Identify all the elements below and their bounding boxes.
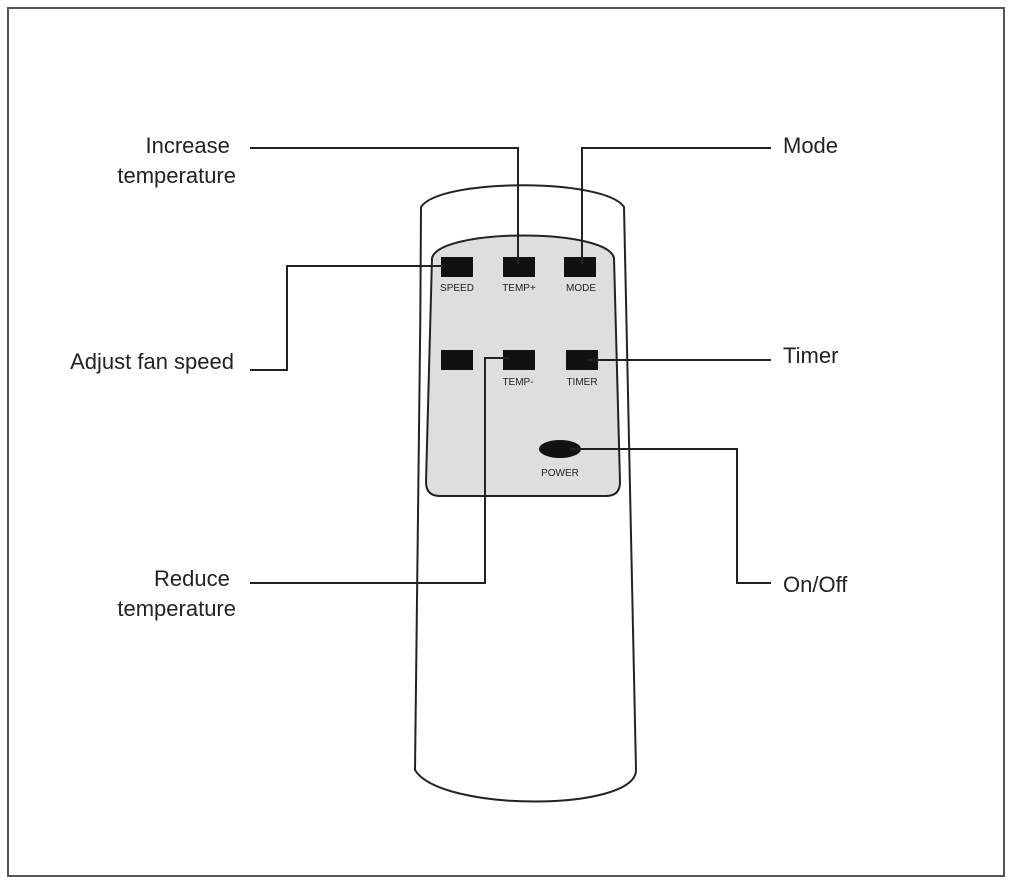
- reduce-temperature-line-2: temperature: [117, 596, 236, 621]
- reduce-temperature-line-1: Reduce: [154, 566, 230, 591]
- mode-leader: [581, 147, 771, 264]
- diagram-frame: [7, 7, 1005, 877]
- on-off-label: On/Off: [783, 572, 848, 597]
- increase-temperature-line-1: Increase: [145, 133, 229, 158]
- temp-plus-button-label: TEMP+: [502, 283, 536, 294]
- increase-temperature-label: Increase temperature: [117, 133, 236, 188]
- reduce-temperature-leader: [250, 357, 510, 584]
- temp-minus-button[interactable]: [503, 350, 535, 370]
- timer-button-label: TIMER: [566, 377, 597, 388]
- adjust-fan-speed-leader: [250, 265, 443, 371]
- power-button[interactable]: [539, 440, 581, 458]
- temp-minus-button-label: TEMP-: [502, 377, 533, 388]
- reduce-temperature-label: Reduce temperature: [117, 566, 236, 621]
- speed-button[interactable]: [441, 257, 473, 277]
- mode-button[interactable]: [564, 257, 596, 277]
- timer-label: Timer: [783, 343, 838, 368]
- temp-plus-button[interactable]: [503, 257, 535, 277]
- increase-temperature-line-2: temperature: [117, 163, 236, 188]
- adjust-fan-speed-label: Adjust fan speed: [70, 349, 234, 374]
- speed-button-label: SPEED: [440, 283, 474, 294]
- unlabeled-button[interactable]: [441, 350, 473, 370]
- increase-temperature-leader: [250, 147, 519, 264]
- power-button-label: POWER: [541, 468, 579, 479]
- mode-button-label: MODE: [566, 283, 596, 294]
- timer-button[interactable]: [566, 350, 598, 370]
- on-off-leader: [570, 448, 771, 584]
- mode-label: Mode: [783, 133, 838, 158]
